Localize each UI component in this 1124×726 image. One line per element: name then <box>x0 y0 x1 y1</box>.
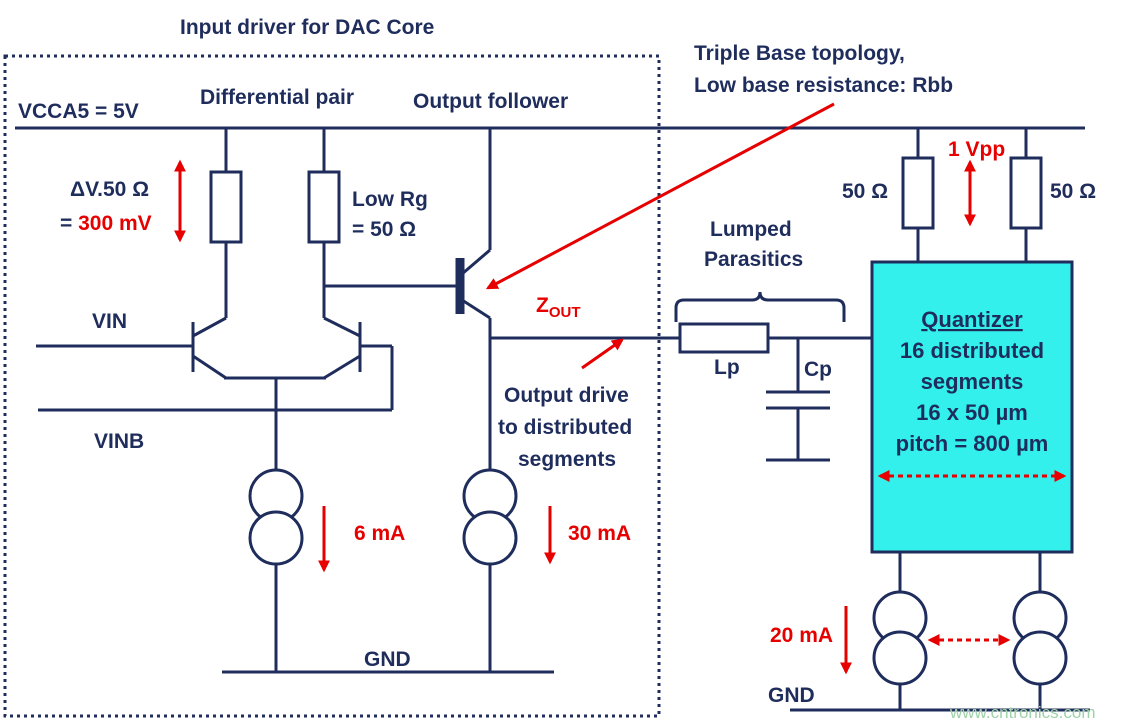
diff-pair-label: Differential pair <box>200 86 354 109</box>
parasitic-inductor <box>678 322 770 354</box>
delta-v-value: 300 mV <box>78 212 152 235</box>
diagram-title: Input driver for DAC Core <box>180 16 434 39</box>
driver-boundary <box>3 54 661 718</box>
zout-main: Z <box>536 294 549 317</box>
quantizer-block <box>870 260 1074 554</box>
low-rg-label-2: = 50 Ω <box>352 218 416 241</box>
transistor-left <box>36 316 227 380</box>
vpp-label: 1 Vpp <box>948 138 1005 161</box>
quantizer-title: Quantizer <box>921 307 1023 332</box>
rbb-pointer-arrow <box>485 102 835 290</box>
triple-base-label-1: Triple Base topology, <box>694 42 905 65</box>
vinb-label: VINB <box>94 430 144 453</box>
quantizer-resistor-right <box>1009 156 1043 230</box>
parasitic-capacitor <box>766 390 830 410</box>
delta-v-eq-label: = 300 mV <box>60 212 152 235</box>
current-source-20ma-right <box>1012 590 1068 686</box>
current-20ma-label: 20 mA <box>770 624 833 647</box>
quantizer-resistor-left <box>901 156 935 230</box>
lumped-label-2: Parasitics <box>704 248 803 271</box>
output-drive-label-2: to distributed <box>498 416 632 439</box>
current-source-20ma-left <box>872 590 928 686</box>
quantizer-line-1: 16 distributed <box>900 338 1044 363</box>
zout-label: ZOUT <box>536 294 581 321</box>
gnd-right-label: GND <box>768 684 815 707</box>
quantizer-line-2: segments <box>921 369 1024 394</box>
vin-label: VIN <box>92 310 127 333</box>
quantizer-ohm-right-label: 50 Ω <box>1050 180 1096 203</box>
zout-subscript: OUT <box>549 304 581 321</box>
load-resistor-right <box>307 170 341 244</box>
low-rg-label-1: Low Rg <box>352 188 428 211</box>
parasitics-brace <box>674 291 846 322</box>
triple-base-label-2: Low base resistance: Rbb <box>694 74 953 97</box>
quantizer-line-4: pitch = 800 µm <box>896 431 1049 456</box>
watermark: www.cntronics.com <box>949 703 1095 722</box>
lp-label: Lp <box>714 356 740 379</box>
current-30ma-label: 30 mA <box>568 522 631 545</box>
lumped-label-1: Lumped <box>710 218 792 241</box>
output-drive-label-3: segments <box>518 448 616 471</box>
output-follower-label: Output follower <box>413 90 568 113</box>
vcca-label: VCCA5 = 5V <box>18 100 139 123</box>
quantizer-line-3: 16 x 50 µm <box>916 400 1028 425</box>
gnd-left-label: GND <box>364 648 411 671</box>
cp-label: Cp <box>804 358 832 381</box>
output-drive-label-1: Output drive <box>504 384 629 407</box>
eq-prefix: = <box>60 212 78 235</box>
output-drive-pointer-arrow <box>581 338 624 370</box>
transistor-right <box>38 316 394 412</box>
current-source-30ma <box>462 468 518 566</box>
current-6ma-label: 6 mA <box>354 522 405 545</box>
output-follower-transistor <box>455 248 491 320</box>
current-source-6ma <box>248 468 304 566</box>
delta-v-label: ΔV.50 Ω <box>70 178 149 201</box>
quantizer-ohm-left-label: 50 Ω <box>842 180 888 203</box>
load-resistor-left <box>209 170 243 244</box>
